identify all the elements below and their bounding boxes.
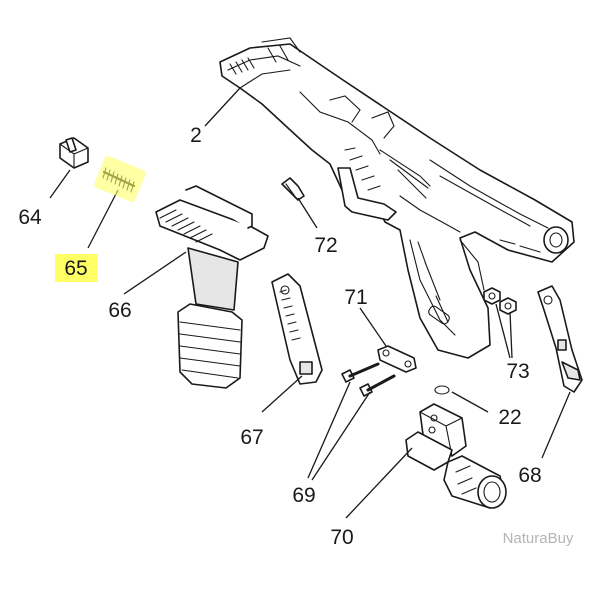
part-73-nuts	[483, 287, 517, 315]
part-69-screws	[341, 362, 396, 397]
leader-65	[87, 189, 119, 249]
leader-2	[204, 87, 241, 127]
label-22: 22	[498, 406, 521, 429]
leader-73a	[495, 303, 511, 359]
leader-69a	[307, 381, 351, 479]
highlight-65-spring	[94, 155, 146, 203]
leader-73b	[509, 311, 513, 359]
label-67: 67	[240, 426, 263, 449]
leader-lines	[49, 87, 571, 519]
highlight-65-label	[55, 254, 97, 282]
label-64: 64	[18, 206, 42, 229]
part-22-washer	[434, 385, 450, 395]
label-66: 66	[108, 299, 131, 322]
label-69: 69	[292, 484, 315, 507]
part-72-pin	[281, 177, 305, 201]
part-64-block	[59, 137, 89, 169]
part-66-grip	[155, 185, 269, 389]
leader-66	[123, 251, 187, 295]
label-68: 68	[518, 464, 541, 487]
leader-64	[49, 169, 71, 199]
part-67-grip-panel	[271, 273, 323, 385]
part-68-side-plate	[537, 285, 583, 393]
leader-22	[451, 391, 489, 413]
leader-72	[297, 197, 318, 229]
frame-part-2	[219, 37, 575, 359]
label-71: 71	[344, 286, 367, 309]
part-70-mount	[405, 403, 507, 509]
leader-70	[345, 447, 413, 519]
label-70: 70	[330, 526, 353, 549]
label-65: 65	[64, 257, 87, 280]
leader-71	[359, 307, 387, 347]
watermark-naturabuy: NaturaBuy	[503, 530, 574, 547]
label-2: 2	[190, 124, 202, 147]
leader-69b	[311, 391, 371, 481]
label-73: 73	[506, 360, 529, 383]
leader-67	[261, 375, 303, 413]
leader-68	[541, 391, 571, 459]
part-labels: 2 64 65 66 67 68 69 70 71 72 73 22	[18, 124, 541, 549]
part-71-link	[377, 345, 417, 373]
label-72: 72	[314, 234, 337, 257]
